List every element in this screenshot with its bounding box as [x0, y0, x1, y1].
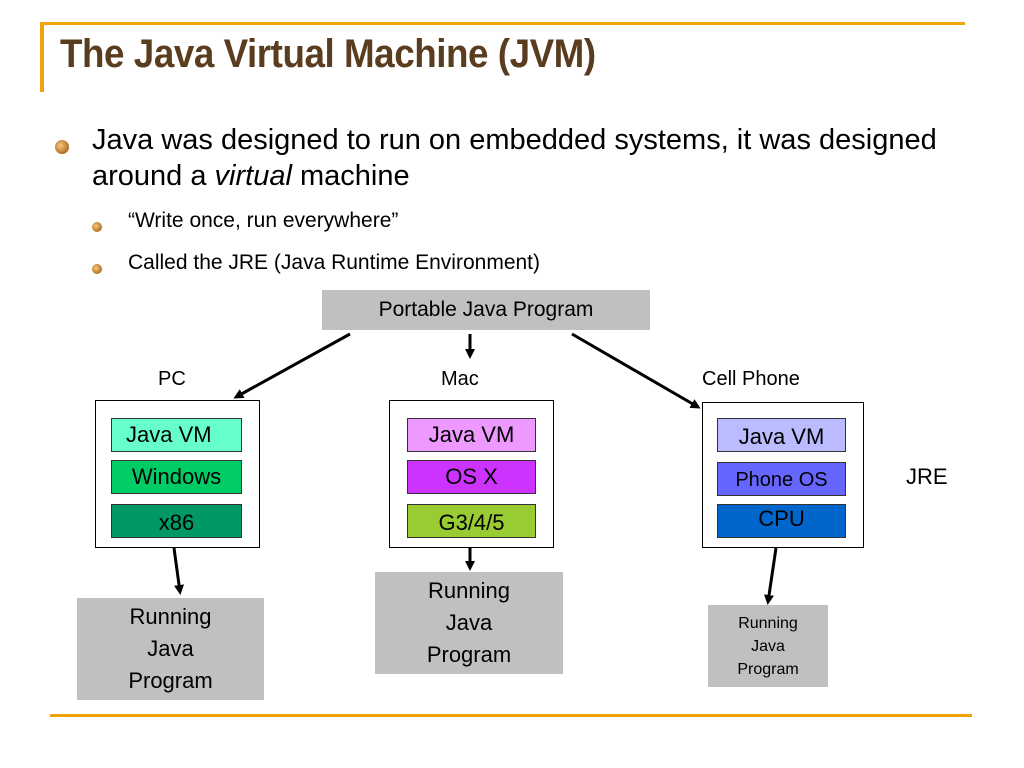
mac-jvm-layer: Java VM — [407, 418, 536, 452]
pc-cpu-layer: x86 — [111, 504, 242, 538]
bottom-rule — [50, 714, 972, 717]
slide-title: The Java Virtual Machine (JVM) — [60, 32, 596, 76]
jre-label: JRE — [906, 464, 948, 489]
title-top-rule — [40, 22, 965, 25]
arrow-to-phone — [571, 332, 701, 409]
platform-label-pc: PC — [158, 368, 186, 390]
phone-jvm-layer: Java VM — [717, 418, 846, 452]
mac-os-layer: OS X — [407, 460, 536, 494]
main-bullet-text: Java was designed to run on embedded sys… — [92, 124, 937, 192]
sub-bullet-icon — [92, 264, 102, 274]
platform-label-mac: Mac — [441, 368, 479, 390]
arrow-pc-run — [172, 547, 185, 595]
phone-os-layer: Phone OS — [717, 462, 846, 496]
arrow-to-pc — [233, 332, 351, 399]
sub-bullet-text: “Write once, run everywhere” — [128, 209, 399, 232]
platform-label-phone: Cell Phone — [702, 368, 800, 390]
mac-cpu-layer: G3/4/5 — [407, 504, 536, 538]
sub-bullet-icon — [92, 222, 102, 232]
arrow-phone-run — [764, 547, 778, 605]
pc-jvm-layer: Java VM — [111, 418, 242, 452]
sub-bullet-text: Called the JRE (Java Runtime Environment… — [128, 251, 541, 274]
phone-cpu-layer: CPU — [717, 504, 846, 538]
title-left-rule — [40, 22, 44, 92]
portable-program-box: Portable Java Program — [322, 290, 650, 330]
pc-os-layer: Windows — [111, 460, 242, 494]
bullet-icon — [55, 140, 69, 154]
